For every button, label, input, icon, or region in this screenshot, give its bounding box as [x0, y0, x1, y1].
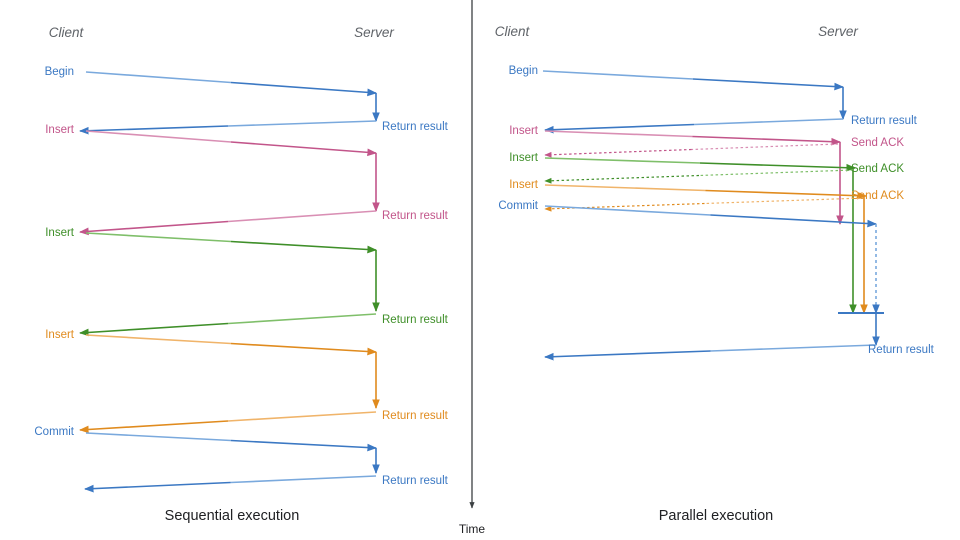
parallel-msg1-pink-ack-label: Send ACK: [851, 137, 904, 149]
parallel-msg1-pink-request-arrow-tail: [544, 130, 693, 138]
parallel-msg2-green-request-arrow-tail: [544, 157, 701, 164]
parallel-msg1-pink-request-arrow: [692, 135, 841, 146]
sequential-msg1-pink-request-arrow: [230, 141, 377, 157]
sequential-msg0-blue-reply-label: Return result: [382, 121, 449, 133]
sequential-msg4-blue-reply-arrow-tail: [230, 475, 377, 484]
parallel-msg2-green-ack-arrow-tail: [698, 169, 854, 177]
parallel-msg4-blue-label: Commit: [498, 200, 538, 212]
sequential-msg2-green-reply-arrow-tail: [227, 313, 377, 325]
sequential-msg3-orange-reply-arrow-tail: [227, 411, 377, 422]
parallel-msg4-blue-request-arrow: [710, 214, 877, 228]
par-client-lane-title: Client: [495, 24, 531, 39]
parallel-msg1-pink-ack-arrow-tail: [691, 143, 839, 151]
parallel-msg3-orange-request-arrow: [705, 189, 867, 200]
sequential-msg1-pink-reply-arrow-tail: [227, 210, 377, 223]
sequential-msg0-blue-request-arrow: [230, 81, 377, 97]
parallel-msg3-orange-ack-arrow: [544, 202, 705, 212]
sequential-msg0-blue-reply-arrow-tail: [227, 120, 377, 127]
parallel-msg2-green-label: Insert: [509, 152, 539, 164]
sequential-msg2-green-reply-label: Return result: [382, 314, 449, 326]
sequential-msg4-blue-reply-label: Return result: [382, 475, 449, 487]
parallel-msg4-blue-reply-label: Return result: [868, 344, 935, 356]
sequential-msg0-blue-label: Begin: [45, 66, 74, 78]
parallel-execution-caption: Parallel execution: [659, 508, 773, 524]
sequential-msg2-green-label: Insert: [45, 227, 75, 239]
sequential-msg1-pink-reply-label: Return result: [382, 210, 449, 222]
sequential-msg4-blue-request-arrow: [230, 439, 377, 452]
par-server-lane-title: Server: [818, 24, 858, 39]
parallel-msg4-blue-request-arrow-tail: [544, 205, 711, 216]
parallel-msg4-blue-reply-arrow: [544, 350, 711, 361]
sequential-msg3-orange-reply-label: Return result: [382, 410, 449, 422]
sequential-msg2-green-request-arrow-tail: [85, 232, 232, 243]
sequential-msg4-blue-reply-arrow: [84, 481, 231, 493]
parallel-msg3-orange-ack-label: Send ACK: [851, 190, 904, 202]
sequential-msg4-blue-request-arrow-tail: [85, 432, 232, 442]
sequential-msg3-orange-reply-arrow: [79, 420, 229, 434]
sequential-msg1-pink-reply-arrow: [79, 220, 229, 236]
parallel-msg0-blue-request-arrow: [692, 78, 844, 91]
parallel-msg0-blue-reply-label: Return result: [851, 115, 918, 127]
parallel-msg2-green-ack-arrow: [544, 174, 700, 184]
sequential-msg1-pink-request-arrow-tail: [85, 130, 232, 143]
sequential-execution-caption: Sequential execution: [165, 508, 300, 524]
seq-server-lane-title: Server: [354, 25, 394, 40]
parallel-msg3-orange-ack-arrow-tail: [704, 197, 865, 205]
parallel-msg0-blue-label: Begin: [509, 65, 538, 77]
sequential-msg0-blue-reply-arrow: [79, 125, 229, 135]
sequential-msg3-orange-label: Insert: [45, 329, 75, 341]
parallel-msg4-blue-reply-arrow-tail: [710, 344, 877, 352]
parallel-msg2-green-request-arrow: [699, 162, 856, 172]
time-axis-label: Time: [459, 522, 486, 536]
sequential-msg4-blue-label: Commit: [34, 426, 74, 438]
sequential-msg2-green-request-arrow: [230, 240, 377, 254]
sequential-msg3-orange-request-arrow-tail: [85, 334, 232, 345]
parallel-msg1-pink-ack-arrow: [544, 148, 692, 158]
seq-client-lane-title: Client: [49, 25, 85, 40]
parallel-msg1-pink-label: Insert: [509, 125, 539, 137]
parallel-msg0-blue-reply-arrow-tail: [693, 118, 844, 126]
sequential-msg0-blue-request-arrow-tail: [85, 71, 232, 84]
sequential-msg2-green-reply-arrow: [79, 322, 229, 337]
parallel-msg2-green-ack-label: Send ACK: [851, 163, 904, 175]
sequential-msg1-pink-label: Insert: [45, 124, 75, 136]
parallel-msg3-orange-label: Insert: [509, 179, 539, 191]
parallel-msg3-orange-request-arrow-tail: [544, 184, 706, 192]
parallel-msg0-blue-request-arrow-tail: [542, 70, 694, 80]
parallel-msg0-blue-reply-arrow: [544, 123, 695, 134]
sequential-msg3-orange-request-arrow: [230, 342, 377, 356]
